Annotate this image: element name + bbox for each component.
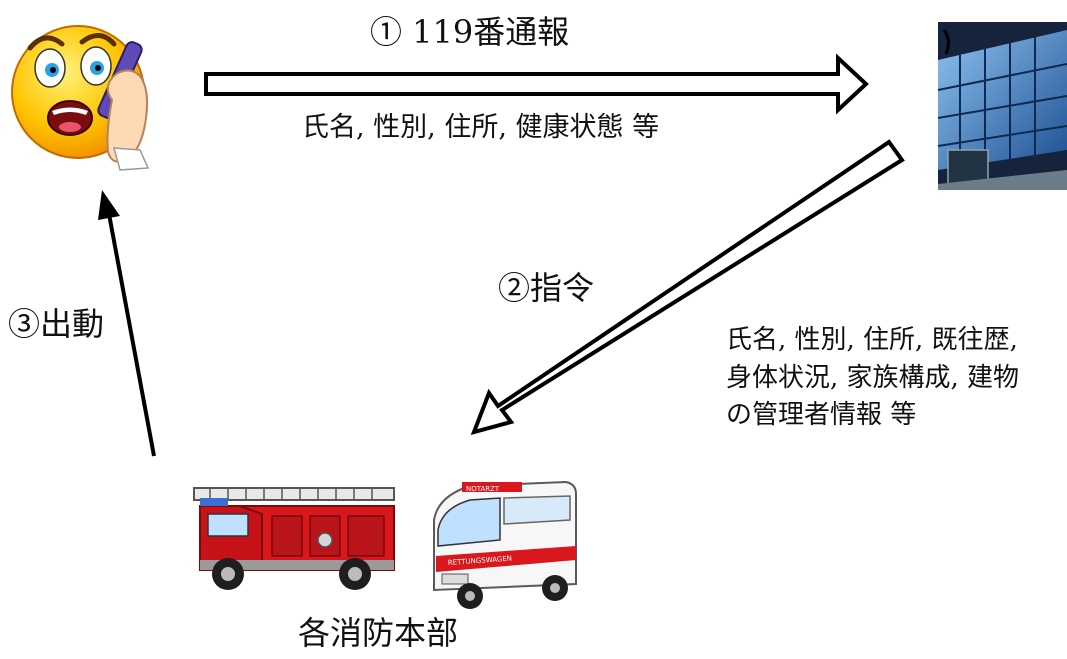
arrow-dispatch-response — [98, 190, 156, 457]
panicked-caller-on-phone-icon — [11, 25, 150, 171]
arrow-119-call — [204, 53, 869, 115]
step2-info-line-3: の管理者情報 等 — [726, 400, 917, 431]
fire-command-center-building-icon — [937, 22, 1067, 190]
step2-label: ②指令 — [498, 269, 595, 307]
step2-info-line-2: 身体状況, 家族構成, 建物 — [726, 362, 1020, 393]
arrow-dispatch-order — [470, 139, 905, 435]
ambulance-cab-text: NOTARZT — [466, 485, 500, 493]
fire-headquarters-label: 各消防本部 — [298, 614, 459, 652]
fire-engine-icon — [193, 487, 395, 590]
step3-label: ③出動 — [8, 305, 105, 343]
step2-info-line-1: 氏名, 性別, 住所, 既往歴, — [726, 325, 1018, 355]
step1-label: ① 119番通報 — [370, 13, 570, 51]
ambulance-icon: NOTARZT RETTUNGSWAGEN — [433, 480, 577, 609]
step2-info: 氏名, 性別, 住所, 既往歴, 身体状況, 家族構成, 建物 の管理者情報 等 — [726, 322, 1019, 435]
step1-info: 氏名, 性別, 住所, 健康状態 等 — [302, 112, 660, 143]
